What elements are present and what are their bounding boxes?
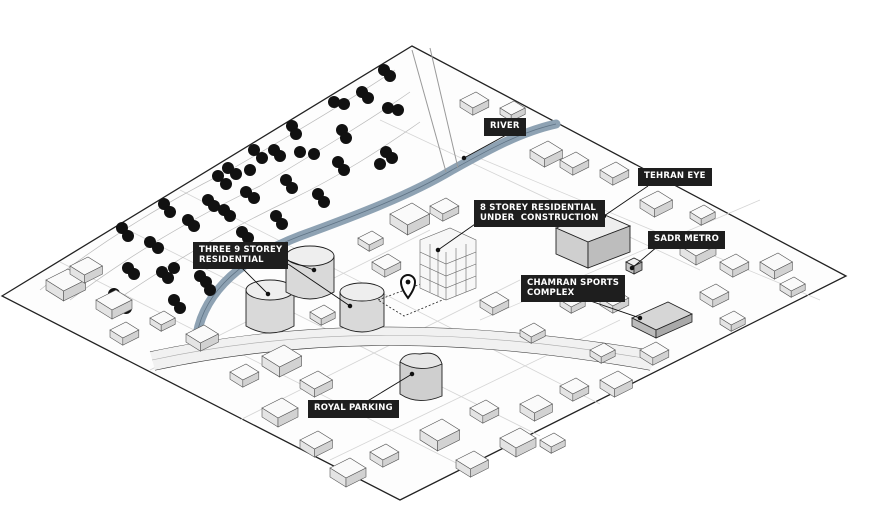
tree (338, 98, 350, 110)
three-residential-label: THREE 9 STOREY RESIDENTIAL (193, 242, 289, 269)
building-block (539, 432, 566, 454)
tree (248, 192, 260, 204)
building-block (639, 190, 674, 218)
building-block (185, 324, 220, 352)
building-block (299, 370, 334, 398)
tree (384, 70, 396, 82)
building-block (261, 344, 303, 378)
building-block (389, 202, 431, 236)
tree (164, 206, 176, 218)
building-block (479, 291, 510, 316)
building-block (229, 363, 260, 388)
building-block (759, 252, 794, 280)
tree (244, 164, 256, 176)
building-block (419, 418, 461, 452)
sadr-metro-label: SADR METRO (648, 231, 726, 249)
building-block (357, 230, 384, 252)
tree (208, 200, 220, 212)
tree (188, 220, 200, 232)
tree (212, 170, 224, 182)
tehran-eye-building (554, 211, 632, 269)
under-construction-label: 8 STOREY RESIDENTIAL UNDER CONSTRUCTION (474, 200, 605, 227)
tower-2 (285, 245, 335, 300)
tree (362, 92, 374, 104)
building-block (499, 100, 526, 122)
building-block (719, 310, 746, 332)
building-block (459, 91, 490, 116)
river-label: RIVER (484, 118, 526, 136)
tree (382, 102, 394, 114)
tree (328, 96, 340, 108)
chamran-sports-building (631, 301, 693, 339)
tree (338, 164, 350, 176)
building-block (699, 283, 730, 308)
building-block (499, 427, 537, 458)
building-block (369, 443, 400, 468)
building-block (299, 430, 334, 458)
tree (276, 218, 288, 230)
tree (294, 146, 306, 158)
building-block (589, 342, 616, 364)
tree (286, 182, 298, 194)
building-block (779, 276, 806, 298)
building-block (261, 397, 299, 428)
building-block (309, 304, 336, 326)
building-block (599, 370, 634, 398)
tree (230, 168, 242, 180)
building-block (95, 289, 133, 320)
tree (386, 152, 398, 164)
tree (318, 196, 330, 208)
building-block (329, 457, 367, 488)
building-block (689, 204, 716, 226)
building-block (559, 151, 590, 176)
tower-1 (245, 279, 295, 334)
tehran-eye-label: TEHRAN EYE (638, 168, 712, 186)
building-block (429, 197, 460, 222)
location-pin-icon (399, 274, 417, 300)
chamran-sports-label: CHAMRAN SPORTS COMPLEX (521, 275, 626, 302)
three-residential-towers (245, 245, 385, 334)
building-block (519, 322, 546, 344)
north-road (411, 49, 447, 173)
building-block (519, 394, 554, 422)
building-block (719, 253, 750, 278)
tree (168, 262, 180, 274)
tree (204, 284, 216, 296)
tree (274, 150, 286, 162)
tree (220, 178, 232, 190)
building-block (149, 310, 176, 332)
tree (248, 144, 260, 156)
tree (242, 232, 254, 244)
tree (174, 302, 186, 314)
tree (152, 242, 164, 254)
building-block (469, 399, 500, 424)
surrounding-buildings (45, 91, 806, 488)
building-block (109, 321, 140, 346)
building-block (371, 253, 402, 278)
building-block (69, 256, 104, 284)
tree (122, 230, 134, 242)
building-block (455, 450, 490, 478)
tree (374, 158, 386, 170)
tree (224, 210, 236, 222)
tree (290, 128, 302, 140)
tree (308, 148, 320, 160)
building-block (599, 161, 630, 186)
construction-building (419, 227, 477, 301)
tower-3 (339, 282, 385, 333)
tree (256, 152, 268, 164)
building-block (639, 341, 670, 366)
tree (340, 132, 352, 144)
tree (392, 104, 404, 116)
tree (128, 268, 140, 280)
tree (162, 272, 174, 284)
royal-parking-building (399, 352, 443, 401)
building-block (559, 377, 590, 402)
royal-parking-label: ROYAL PARKING (308, 400, 399, 418)
building-block (529, 140, 564, 168)
